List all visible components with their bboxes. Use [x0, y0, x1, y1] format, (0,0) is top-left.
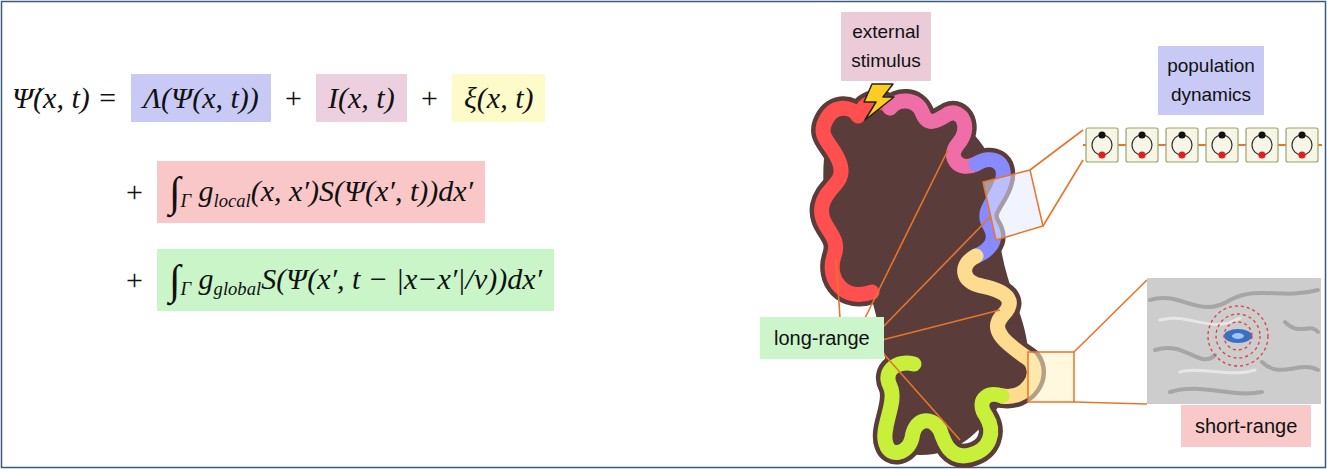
oscillator: [1166, 128, 1198, 162]
plus-sign: +: [126, 262, 143, 298]
label-box: long-range: [760, 317, 884, 359]
inhibitory-dot: [1178, 151, 1185, 158]
leader-line: [1074, 280, 1147, 352]
gyrus: [1180, 370, 1255, 373]
math-run: g: [191, 174, 214, 207]
yellow-region: [965, 256, 1034, 396]
red-region: [822, 102, 890, 295]
node-text: short-range: [1195, 413, 1297, 439]
cortex-edge: [890, 101, 976, 166]
sulcus: [1285, 322, 1318, 332]
excitatory-dot: [1258, 131, 1265, 138]
math-run: Γ: [181, 278, 192, 299]
plus-sign: +: [421, 80, 438, 116]
node-text: ∫Γ glocal(x, x′)S(Ψ(x′, t))dx′: [169, 167, 473, 217]
oscillator-box: [1086, 128, 1118, 162]
math-run: local: [214, 190, 251, 211]
label-box: population dynamics: [1158, 46, 1264, 115]
oscillator: [1086, 128, 1118, 162]
oscillator-box: [1206, 128, 1238, 162]
inhibitory-dot: [1218, 151, 1225, 158]
oscillator-box: [1286, 128, 1318, 162]
leader-line: [882, 215, 992, 328]
inhibitory-dot: [1258, 151, 1265, 158]
oscillator: [1246, 128, 1278, 162]
oscillator: [1286, 128, 1318, 162]
oscillator-box: [1246, 128, 1278, 162]
pink-region: [890, 101, 976, 166]
math-run: ∫: [169, 257, 181, 303]
sulcus: [1170, 389, 1262, 394]
highlight-region: [983, 170, 1043, 240]
node-text: I(x, t): [328, 80, 395, 116]
math-run: (x, x′)S(Ψ(x′, t))dx′: [251, 174, 473, 207]
cortical-surface-inset: [1147, 278, 1321, 404]
inhibitory-dot: [1138, 151, 1145, 158]
node-text: Λ(Ψ(x, t)): [143, 80, 259, 116]
math-run: Γ: [181, 190, 192, 211]
math-run: S(Ψ(x′, t − |x−x′|/ν))dx′: [261, 262, 542, 295]
spread-ring: [1208, 306, 1268, 366]
math-run: global: [214, 278, 262, 299]
equation-term: ∫Γ gglobalS(Ψ(x′, t − |x−x′|/ν))dx′: [157, 249, 554, 311]
cortex-edge: [965, 256, 1034, 396]
leader-line: [882, 352, 960, 440]
excitatory-dot: [1098, 131, 1105, 138]
stimulus-spot: [1224, 329, 1252, 343]
sulci: [1150, 290, 1318, 393]
cortex-edge: [885, 363, 1002, 456]
leader-line: [836, 258, 840, 318]
green-region: [885, 363, 1002, 456]
equation-term: I(x, t): [316, 74, 407, 122]
oscillator-chain: [1086, 128, 1318, 162]
surface-patch: [1147, 278, 1321, 404]
leader-lines: [836, 130, 1147, 440]
gyrus: [1160, 318, 1240, 324]
equation-term: ∫Γ glocal(x, x′)S(Ψ(x′, t))dx′: [157, 161, 485, 223]
leader-line: [1043, 160, 1083, 226]
math-run: ∫: [169, 169, 181, 215]
node-text: ξ(x, t): [464, 80, 533, 116]
leader-line: [1030, 130, 1083, 170]
spread-ring: [1224, 322, 1252, 350]
plus-sign: +: [285, 80, 302, 116]
node-text: external stimulus: [847, 18, 925, 75]
lightning-bolt: [864, 84, 894, 120]
label-box: short-range: [1181, 405, 1311, 447]
inhibitory-dot: [1098, 151, 1105, 158]
spread-ring: [1216, 314, 1260, 358]
oscillator: [1206, 128, 1238, 162]
inhibitory-dot: [1298, 151, 1305, 158]
leader-line: [882, 310, 1000, 340]
oscillator-box: [1126, 128, 1158, 162]
oscillator: [1126, 128, 1158, 162]
sulcus: [1262, 362, 1318, 370]
label-box: external stimulus: [841, 12, 931, 81]
node-text: ∫Γ gglobalS(Ψ(x′, t − |x−x′|/ν))dx′: [169, 255, 542, 305]
node-text: long-range: [774, 325, 870, 351]
leader-line: [1074, 402, 1147, 404]
gyri: [1160, 318, 1255, 373]
plus-sign: +: [126, 174, 143, 210]
stimulus-spot: [1232, 333, 1244, 339]
cortex-edge: [822, 102, 890, 295]
math-run: g: [191, 262, 214, 295]
excitatory-dot: [1298, 131, 1305, 138]
leader-line: [865, 150, 948, 318]
cortex-regions: [822, 101, 1035, 456]
excitatory-dot: [1178, 131, 1185, 138]
excitatory-dot: [1138, 131, 1145, 138]
sulcus: [1150, 290, 1318, 307]
sulcus: [1155, 348, 1215, 359]
equation-lhs: Ψ̇(x, t) =: [12, 80, 117, 116]
node-text: population dynamics: [1164, 52, 1258, 109]
highlight-region: [1028, 352, 1074, 402]
oscillator-box: [1166, 128, 1198, 162]
equation-term: Λ(Ψ(x, t)): [131, 74, 271, 122]
equation-term: ξ(x, t): [452, 74, 545, 122]
cortex-edge: [822, 101, 1035, 456]
excitatory-dot: [1218, 131, 1225, 138]
